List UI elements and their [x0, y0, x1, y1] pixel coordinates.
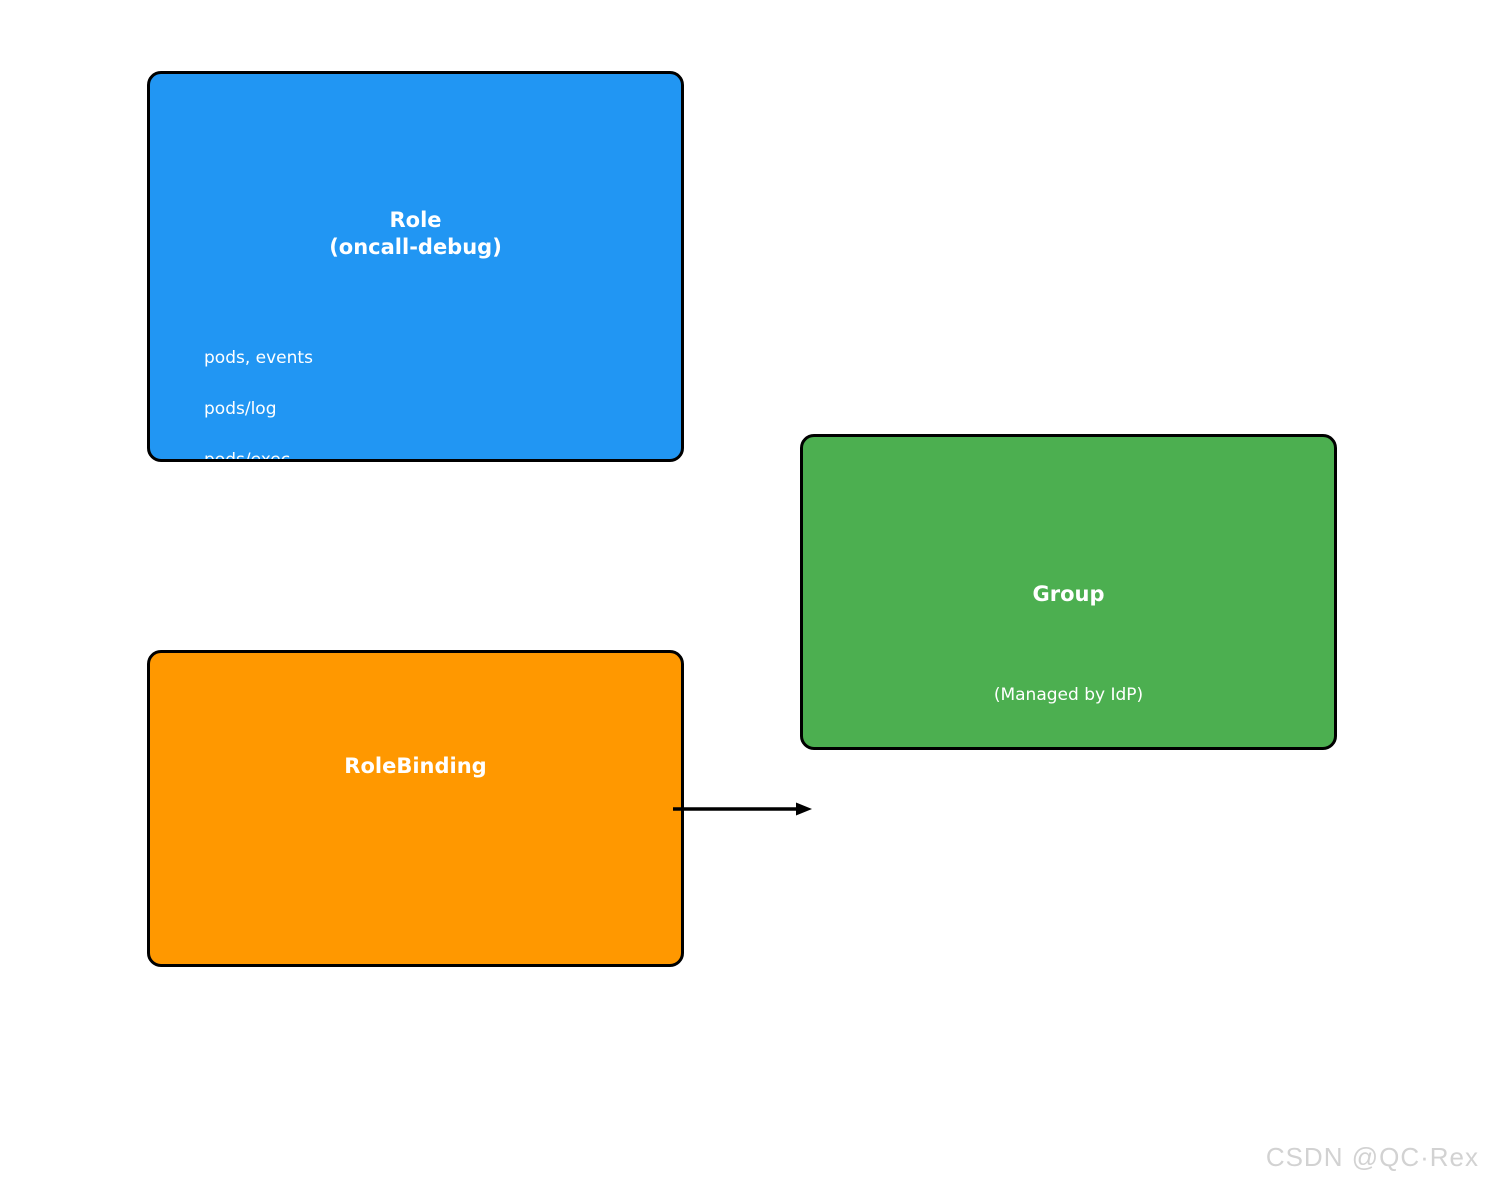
role-box: Role (oncall-debug) pods, events pods/lo…	[147, 71, 684, 462]
role-title-line1: Role	[389, 208, 442, 232]
role-item-pods-log: pods/log	[204, 399, 277, 419]
role-box-title: Role (oncall-debug)	[150, 207, 681, 261]
group-box: Group (Managed by IdP)	[800, 434, 1337, 750]
rolebinding-box: RoleBinding	[147, 650, 684, 967]
watermark-text: CSDN @QC·Rex	[1265, 1142, 1479, 1172]
role-title-line2: (oncall-debug)	[329, 235, 502, 259]
role-item-pods-events: pods, events	[204, 348, 313, 368]
group-box-title: Group	[1032, 582, 1105, 606]
group-box-subtitle: (Managed by IdP)	[993, 685, 1144, 705]
arrow-right-icon	[673, 802, 812, 816]
rolebinding-box-title: RoleBinding	[344, 754, 487, 778]
role-item-pods-exec: pods/exec	[204, 450, 291, 462]
